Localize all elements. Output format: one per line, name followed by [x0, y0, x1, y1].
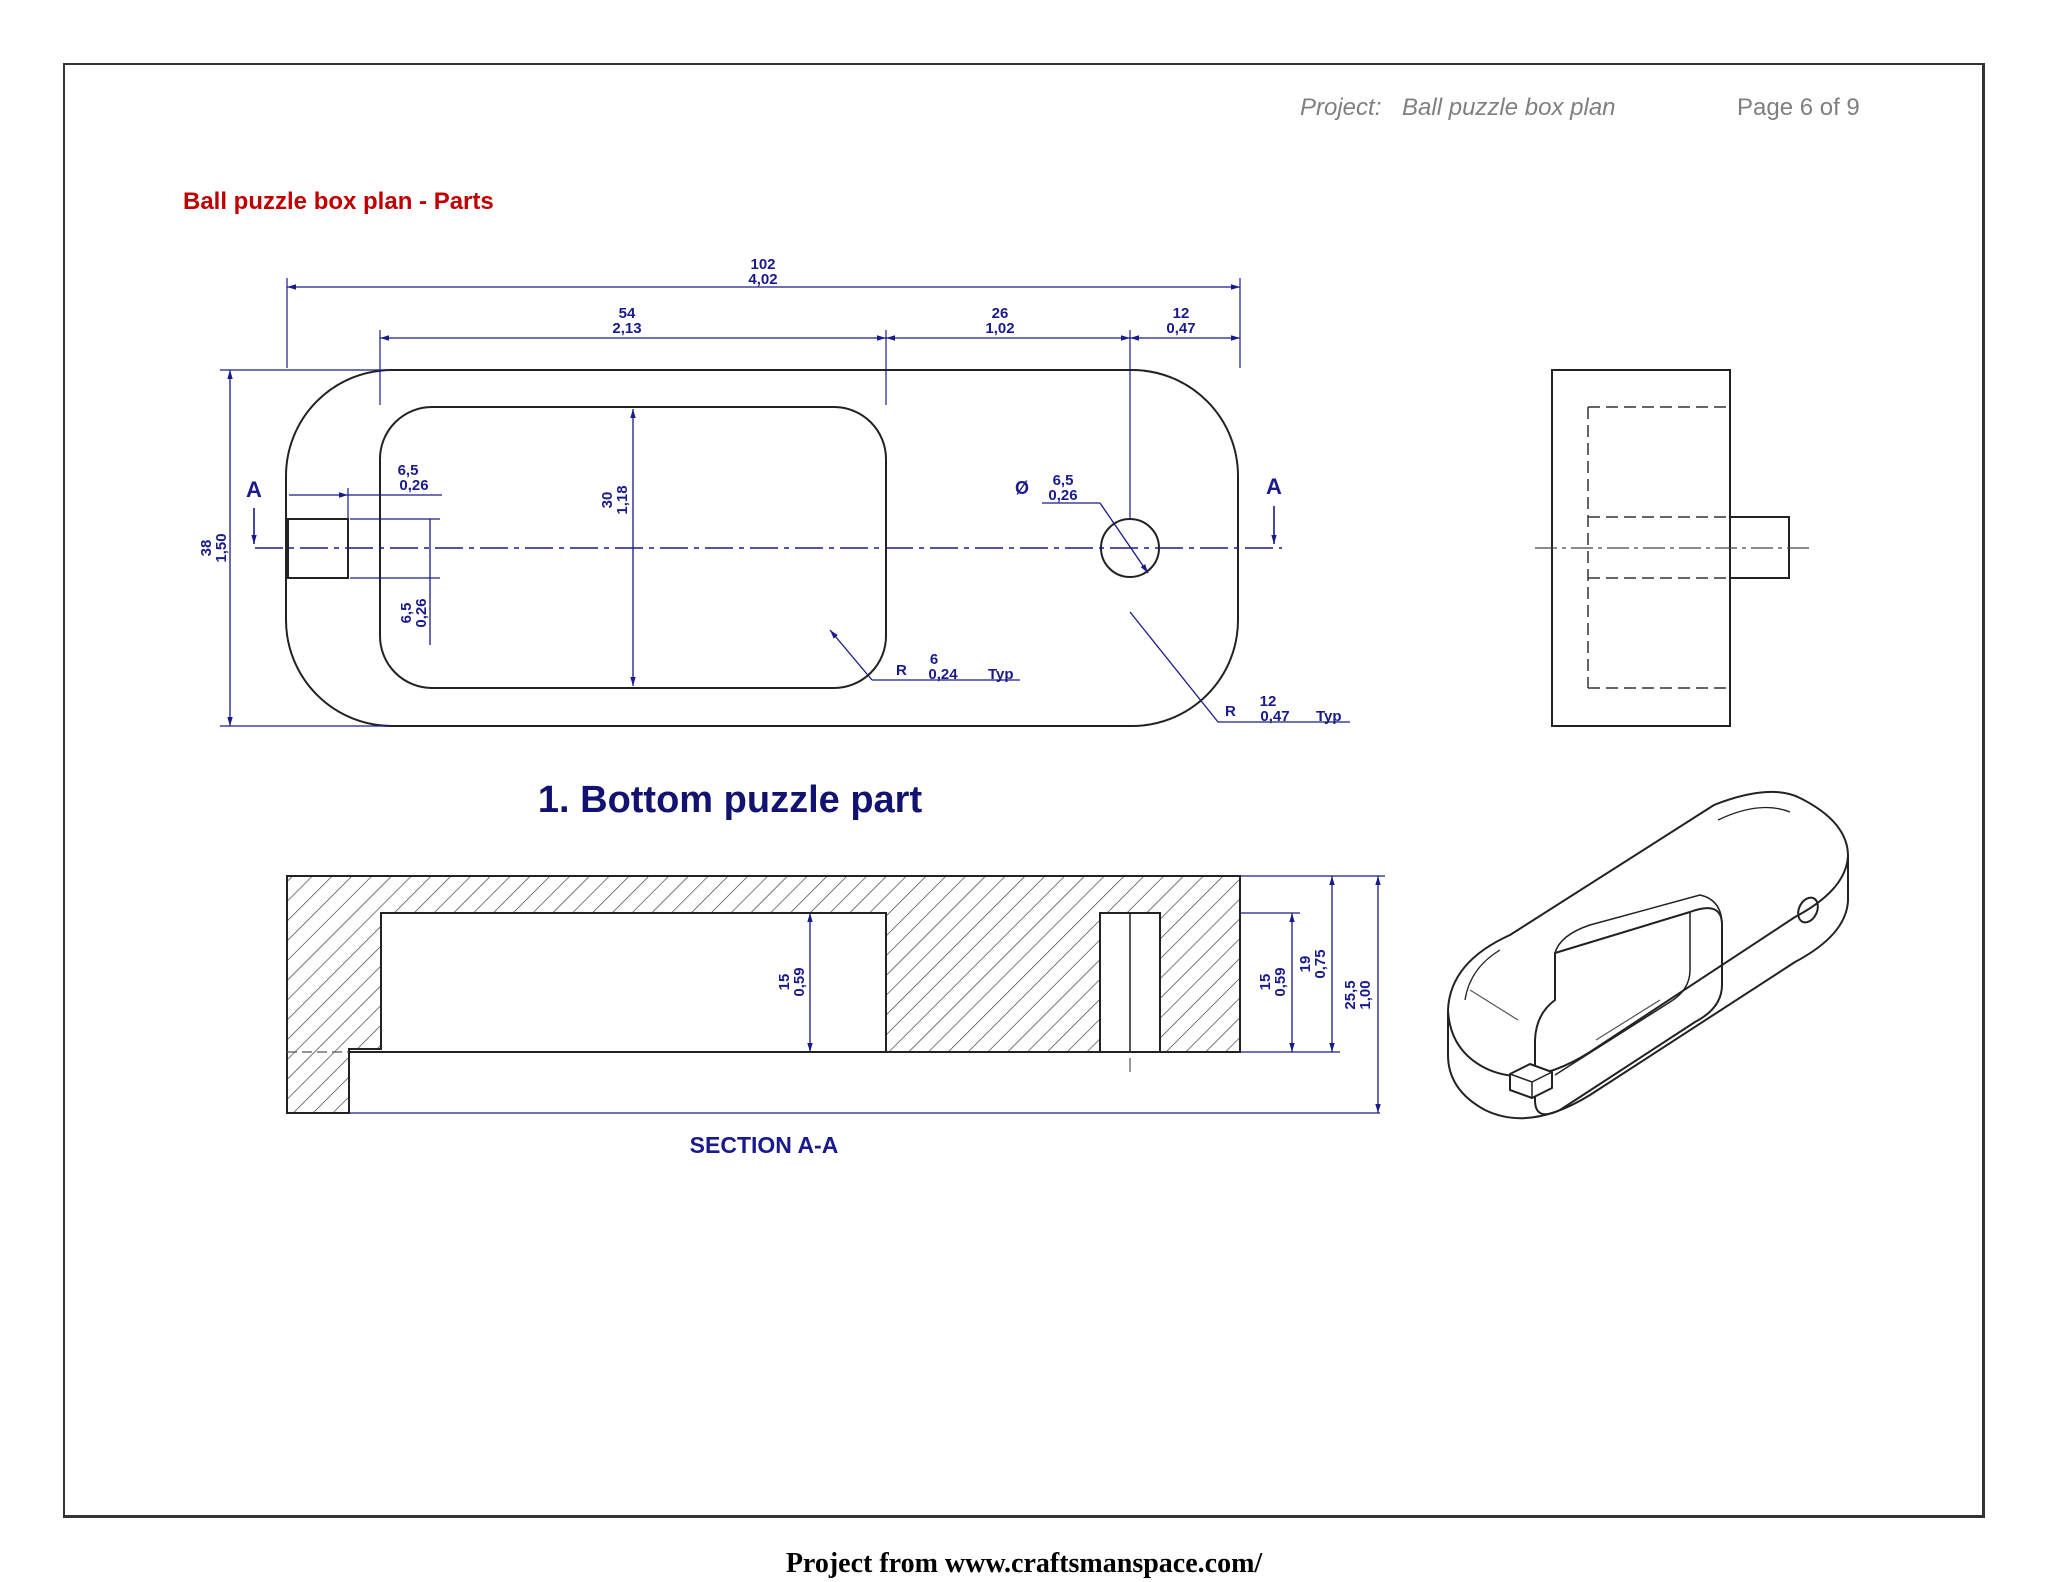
part-title: 1. Bottom puzzle part [538, 779, 923, 821]
dim-54-in: 2,13 [612, 320, 641, 337]
dim-wall-height-mm: 19 [1297, 956, 1314, 973]
dim-hole-dia-mm: 6,5 [1053, 472, 1074, 489]
dim-hole-dia-in: 0,26 [1048, 487, 1077, 504]
cavity-outline [379, 406, 887, 689]
dim-12-in: 0,47 [1166, 320, 1195, 337]
dim-26-in: 1,02 [985, 320, 1014, 337]
header-project-label: Project: [1300, 94, 1382, 121]
dim-total-height-in: 1,00 [1357, 980, 1374, 1009]
dim-cavity-depth-mm: 15 [776, 974, 793, 991]
dim-inner-r-prefix: R [896, 662, 907, 679]
dim-12-mm: 12 [1173, 305, 1190, 322]
dim-tab-length-mm: 6,5 [398, 462, 419, 479]
footer: Project from www.craftsmanspace.com/ [785, 1548, 1263, 1579]
section-title: Ball puzzle box plan - Parts [183, 188, 494, 215]
dim-30-in: 1,18 [614, 485, 631, 514]
header-project: Project: Ball puzzle box plan [1300, 94, 1616, 122]
outer-outline [285, 369, 1239, 727]
section-marker-left: A [246, 477, 262, 502]
dim-outer-r-prefix: R [1225, 703, 1236, 720]
dim-outer-r-in: 0,47 [1260, 708, 1289, 725]
dim-38-mm: 38 [198, 540, 215, 557]
header-project-name: Ball puzzle box plan [1402, 94, 1616, 121]
top-view: 102 4,02 54 2,13 26 1,02 12 0,47 38 1,50… [198, 256, 1350, 727]
page-frame [63, 63, 1985, 1518]
dim-30-mm: 30 [599, 492, 616, 509]
dim-outer-r-mm: 12 [1260, 693, 1277, 710]
dim-hole-dia-symbol: Ø [1015, 478, 1029, 498]
dim-tab-width-mm: 6,5 [398, 603, 415, 624]
section-label: SECTION A-A [690, 1132, 839, 1158]
dim-26-mm: 26 [992, 305, 1009, 322]
section-view: 15 0,59 15 0,59 19 0,75 25,5 1,00 [286, 875, 1385, 1114]
dim-38-in: 1,50 [213, 533, 230, 562]
dim-hole-depth-in: 0,59 [1272, 967, 1289, 996]
dim-54-mm: 54 [619, 305, 636, 322]
section-marker-right: A [1266, 474, 1282, 499]
side-view [1535, 369, 1810, 727]
dim-102-in: 4,02 [748, 271, 777, 288]
dim-outer-r-suffix: Typ [1316, 708, 1342, 725]
dim-total-height-mm: 25,5 [1342, 980, 1359, 1009]
dim-cavity-depth-in: 0,59 [791, 967, 808, 996]
dim-tab-length-in: 0,26 [399, 477, 428, 494]
dim-102-mm: 102 [750, 256, 775, 273]
dim-inner-r-suffix: Typ [988, 666, 1014, 683]
isometric-view [1447, 790, 1849, 1120]
dim-wall-height-in: 0,75 [1312, 949, 1329, 978]
dim-tab-width-in: 0,26 [413, 598, 430, 627]
dim-hole-depth-mm: 15 [1257, 974, 1274, 991]
dim-inner-r-mm: 6 [930, 651, 938, 668]
dim-inner-r-in: 0,24 [928, 666, 958, 683]
header-page-number: Page 6 of 9 [1737, 94, 1860, 121]
